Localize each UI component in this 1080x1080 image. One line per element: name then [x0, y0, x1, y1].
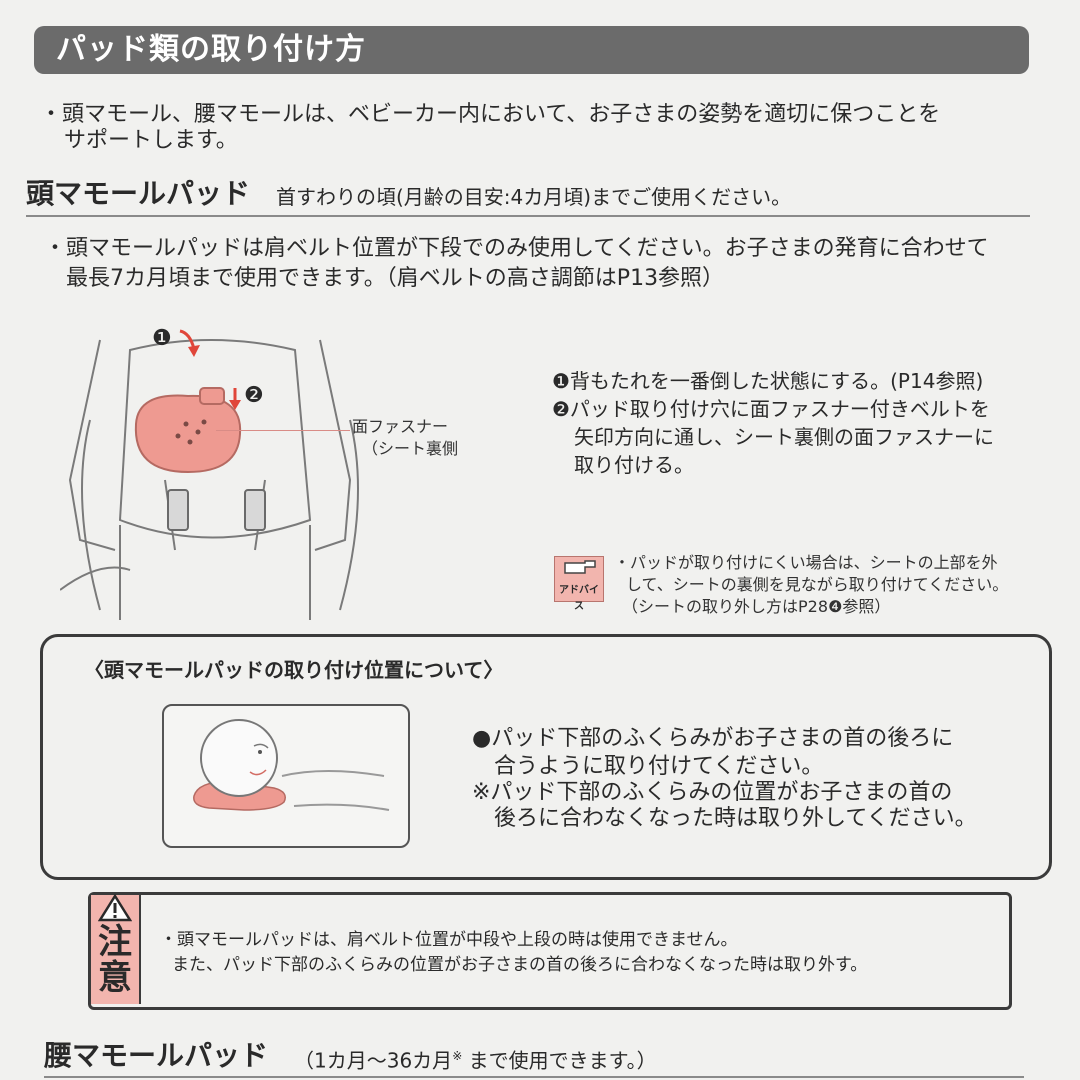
arrow-down-icon: [179, 329, 200, 357]
waist-pad-title: 腰マモールパッド: [44, 1039, 269, 1072]
waist-pad-subtitle: （1カ月～36カ月※ まで使用できます。）: [294, 1042, 657, 1075]
arrow-down-icon: [229, 388, 241, 410]
waist-pad-subtitle-mark: ※: [452, 1049, 463, 1063]
step-1-text: ❶背もたれを一番倒した状態にする。(P14参照): [552, 369, 984, 393]
caution-char-2: 意: [98, 958, 132, 998]
stroller-illustration: [60, 339, 359, 620]
advice-line-3: （シートの取り外し方はP28❹参照）: [622, 597, 891, 616]
step-2-text-a: ❷パッド取り付け穴に面ファスナー付きベルトを: [552, 397, 990, 421]
section-rule-bottom: [44, 1076, 1024, 1078]
head-pad-shape: [134, 387, 242, 474]
pointing-hand-icon: [564, 560, 596, 574]
advice-badge: アドバイス: [554, 556, 604, 612]
caution-line-1: ・頭マモールパッドは、肩ベルト位置が中段や上段の時は使用できません。: [160, 930, 738, 950]
callout-line: [216, 430, 350, 431]
title-bar: [34, 26, 1029, 74]
step-marker-1: ❶: [152, 326, 172, 351]
head-pad-note-1: ・頭マモールパッドは肩ベルト位置が下段でのみ使用してください。お子さまの発育に合…: [44, 236, 989, 261]
head-pad-note-2: 最長7カ月頃まで使用できます。（肩ベルトの高さ調節はP13参照）: [66, 266, 725, 291]
step-2-text-c: 取り付ける。: [574, 453, 694, 477]
warning-icon: [98, 894, 132, 922]
callout-label-1: 面ファスナー: [352, 417, 449, 436]
position-line-1: ●パッド下部のふくらみがお子さまの首の後ろに: [472, 726, 954, 751]
head-pad-title: 頭マモールパッド: [26, 177, 251, 210]
waist-pad-subtitle-b: まで使用できます。）: [462, 1048, 657, 1073]
page-title: パッド類の取り付け方: [56, 32, 366, 67]
head-pad-subtitle: 首すわりの頃(月齢の目安:4カ月頃)までご使用ください。: [276, 185, 792, 209]
caution-line-2: また、パッド下部のふくらみの位置がお子さまの首の後ろに合わなくなった時は取り外す…: [172, 955, 868, 975]
intro-line-1: ・頭マモール、腰マモールは、ベビーカー内において、お子さまの姿勢を適切に保つこと…: [40, 102, 941, 127]
position-line-4: 後ろに合わなくなった時は取り外してください。: [494, 806, 977, 831]
waist-pad-subtitle-a: （1カ月～36カ月: [294, 1048, 453, 1073]
step-marker-2: ❷: [244, 383, 264, 408]
baby-illustration: [193, 719, 390, 811]
caution-char-1: 注: [98, 922, 132, 962]
intro-line-2: サポートします。: [64, 128, 238, 153]
position-line-3: ※パッド下部のふくらみの位置がお子さまの首の: [472, 780, 953, 805]
advice-line-2: して、シートの裏側を見ながら取り付けてください。: [626, 575, 1009, 594]
caution-box: [88, 892, 1012, 1010]
callout-label-2: （シート裏側: [362, 439, 459, 458]
position-line-2: 合うように取り付けてください。: [494, 754, 824, 779]
step-2-text-b: 矢印方向に通し、シート裏側の面ファスナーに: [574, 425, 994, 449]
advice-label: アドバイス: [559, 585, 599, 612]
section-rule: [26, 215, 1030, 217]
advice-line-1: ・パッドが取り付けにくい場合は、シートの上部を外: [614, 553, 998, 572]
position-box-title: 〈頭マモールパッドの取り付け位置について〉: [84, 658, 504, 682]
